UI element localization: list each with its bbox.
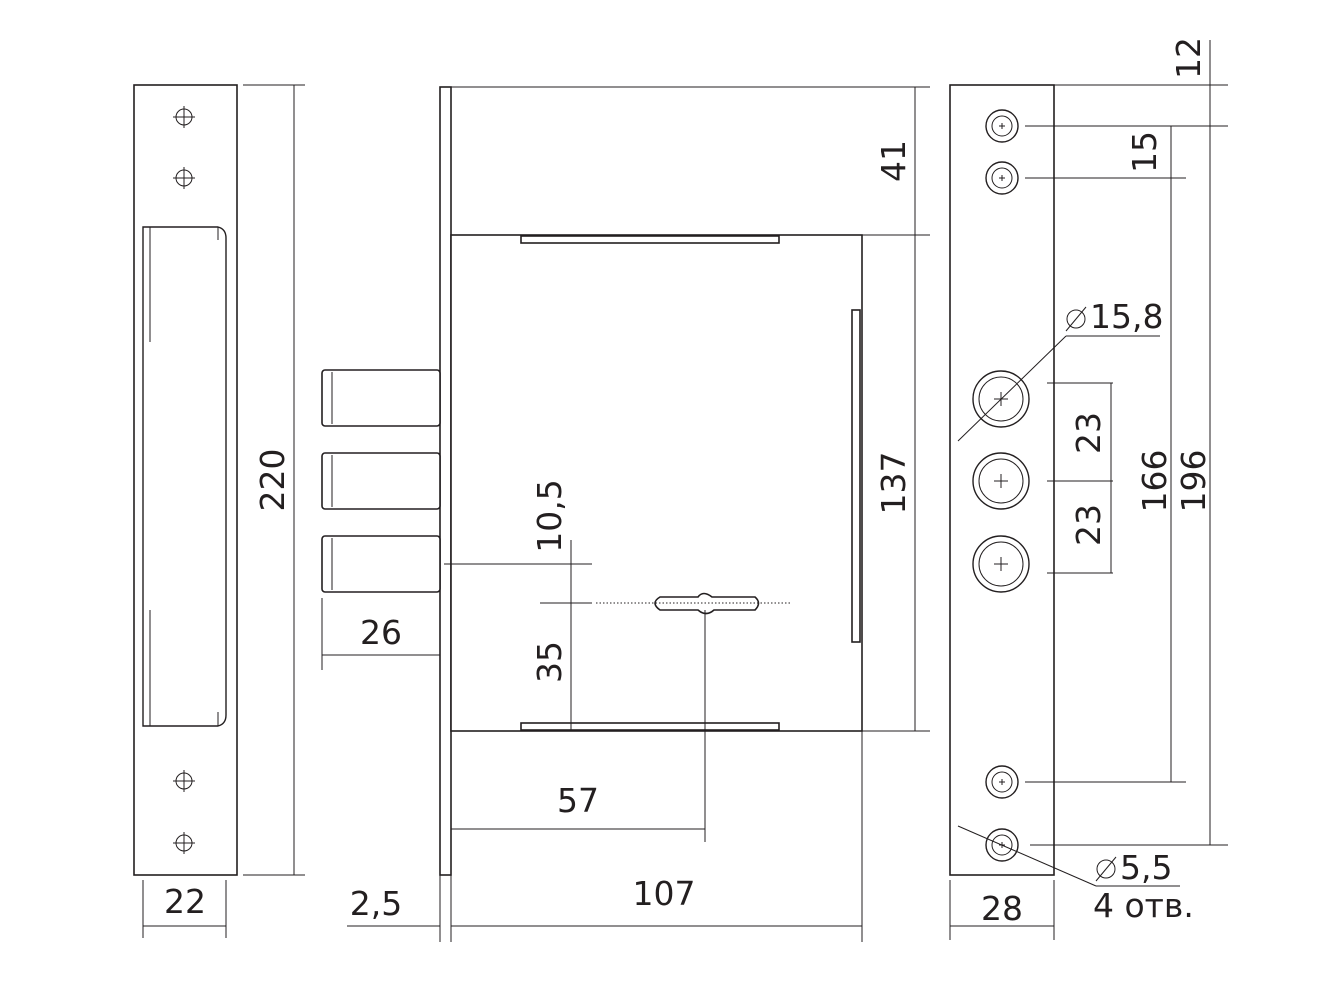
bolt-hole-icon <box>972 535 1030 593</box>
crosshair-icon <box>173 832 195 854</box>
dim-backset: 57 <box>557 781 599 820</box>
lock-case-body <box>450 234 863 732</box>
dim-strike-height: 220 <box>253 449 292 512</box>
screw-hole-icon <box>985 161 1019 195</box>
case-side-rail <box>851 309 861 643</box>
dim-screw-span-outer: 196 <box>1174 450 1213 513</box>
faceplate-view: 12 15 166 196 23 23 15,8 5,5 <box>949 37 1228 940</box>
dim-screw-hole-count: 4 отв. <box>1093 886 1194 925</box>
lock-faceplate <box>949 84 1055 876</box>
case-rail-top <box>520 235 780 244</box>
diameter-symbol-icon <box>1095 856 1117 882</box>
case-rail-bottom <box>520 722 780 731</box>
strike-plate <box>133 84 238 876</box>
diameter-symbol-icon <box>1065 306 1087 332</box>
dim-faceplate-width: 28 <box>981 889 1023 928</box>
dim-case-width: 107 <box>633 874 696 913</box>
dim-keyhole-to-bottom: 35 <box>530 641 569 683</box>
screw-hole-icon <box>985 765 1019 799</box>
lock-bolt-3 <box>321 535 441 593</box>
lock-faceplate-edge <box>439 86 452 876</box>
dim-faceplate-thickness: 2,5 <box>350 884 402 923</box>
dim-screw-hole-diameter: 5,5 <box>1120 848 1172 887</box>
bolt-hole-icon <box>972 370 1030 428</box>
crosshair-icon <box>173 770 195 792</box>
strike-plate-pocket <box>142 226 227 727</box>
dim-screw-span-inner: 166 <box>1135 450 1174 513</box>
lock-bolt-2 <box>321 452 441 510</box>
lock-bolt-1 <box>321 369 441 427</box>
dim-screw-spacing-top: 15 <box>1125 131 1164 173</box>
dim-bolt-hole-diameter: 15,8 <box>1090 297 1163 336</box>
dim-top-offset: 41 <box>874 140 913 182</box>
dim-case-height: 137 <box>874 452 913 515</box>
bolt-hole-icon <box>972 452 1030 510</box>
lock-case-view: 41 137 10,5 35 26 57 2,5 107 <box>321 86 930 942</box>
screw-hole-icon <box>985 828 1019 862</box>
dim-faceplate-top: 12 <box>1169 37 1208 79</box>
keyhole-icon <box>654 592 760 615</box>
crosshair-icon <box>173 167 195 189</box>
dim-keyhole-offset: 10,5 <box>530 479 569 552</box>
dim-bolt-spacing-upper: 23 <box>1069 412 1108 454</box>
strike-plate-view: 220 22 <box>133 84 305 938</box>
crosshair-icon <box>173 106 195 128</box>
dim-bolt-throw: 26 <box>360 613 402 652</box>
dim-strike-width: 22 <box>164 882 206 921</box>
screw-hole-icon <box>985 109 1019 143</box>
dim-bolt-spacing-lower: 23 <box>1069 504 1108 546</box>
